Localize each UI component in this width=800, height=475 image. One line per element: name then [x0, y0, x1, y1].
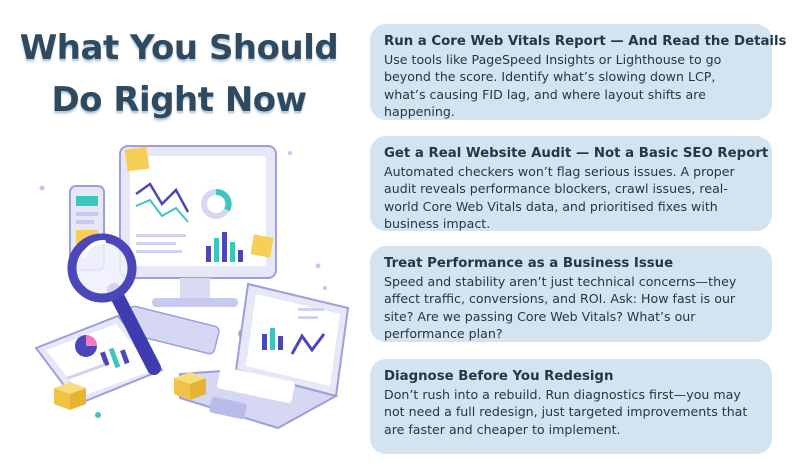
card-body: Speed and stability aren’t just technica…: [384, 273, 737, 342]
dot-icon: [95, 412, 101, 418]
card-diagnose-before-redesign: Diagnose Before You Redesign Don’t rush …: [370, 359, 772, 454]
page-title-line-2: Do Right Now: [51, 80, 307, 120]
card-core-web-vitals-report: Run a Core Web Vitals Report — And Read …: [370, 24, 787, 120]
card-body: Automated checkers won’t flag serious is…: [384, 163, 735, 232]
card-heading: Diagnose Before You Redesign: [384, 369, 614, 384]
card-performance-business: Treat Performance as a Business Issue Sp…: [370, 246, 772, 342]
sticky-note-icon: [124, 146, 274, 258]
magnifier-icon: [67, 233, 161, 375]
sparkle-icon: [39, 151, 327, 290]
laptop-icon: [179, 282, 350, 430]
card-website-audit: Get a Real Website Audit — Not a Basic S…: [370, 136, 772, 231]
box-icon: [54, 372, 206, 410]
card-body: Don’t rush into a rebuild. Run diagnosti…: [384, 386, 748, 437]
card-heading: Run a Core Web Vitals Report — And Read …: [384, 34, 787, 49]
tablet-icon: [34, 314, 164, 406]
monitor-icon: [119, 145, 277, 307]
card-body: Use tools like PageSpeed Insights or Lig…: [384, 51, 722, 120]
card-heading: Treat Performance as a Business Issue: [384, 256, 674, 271]
page-title: What You Should Do Right Now: [14, 22, 344, 126]
analytics-illustration: [34, 145, 350, 430]
page-title-line-1: What You Should: [19, 28, 339, 68]
card-heading: Get a Real Website Audit — Not a Basic S…: [384, 146, 769, 161]
